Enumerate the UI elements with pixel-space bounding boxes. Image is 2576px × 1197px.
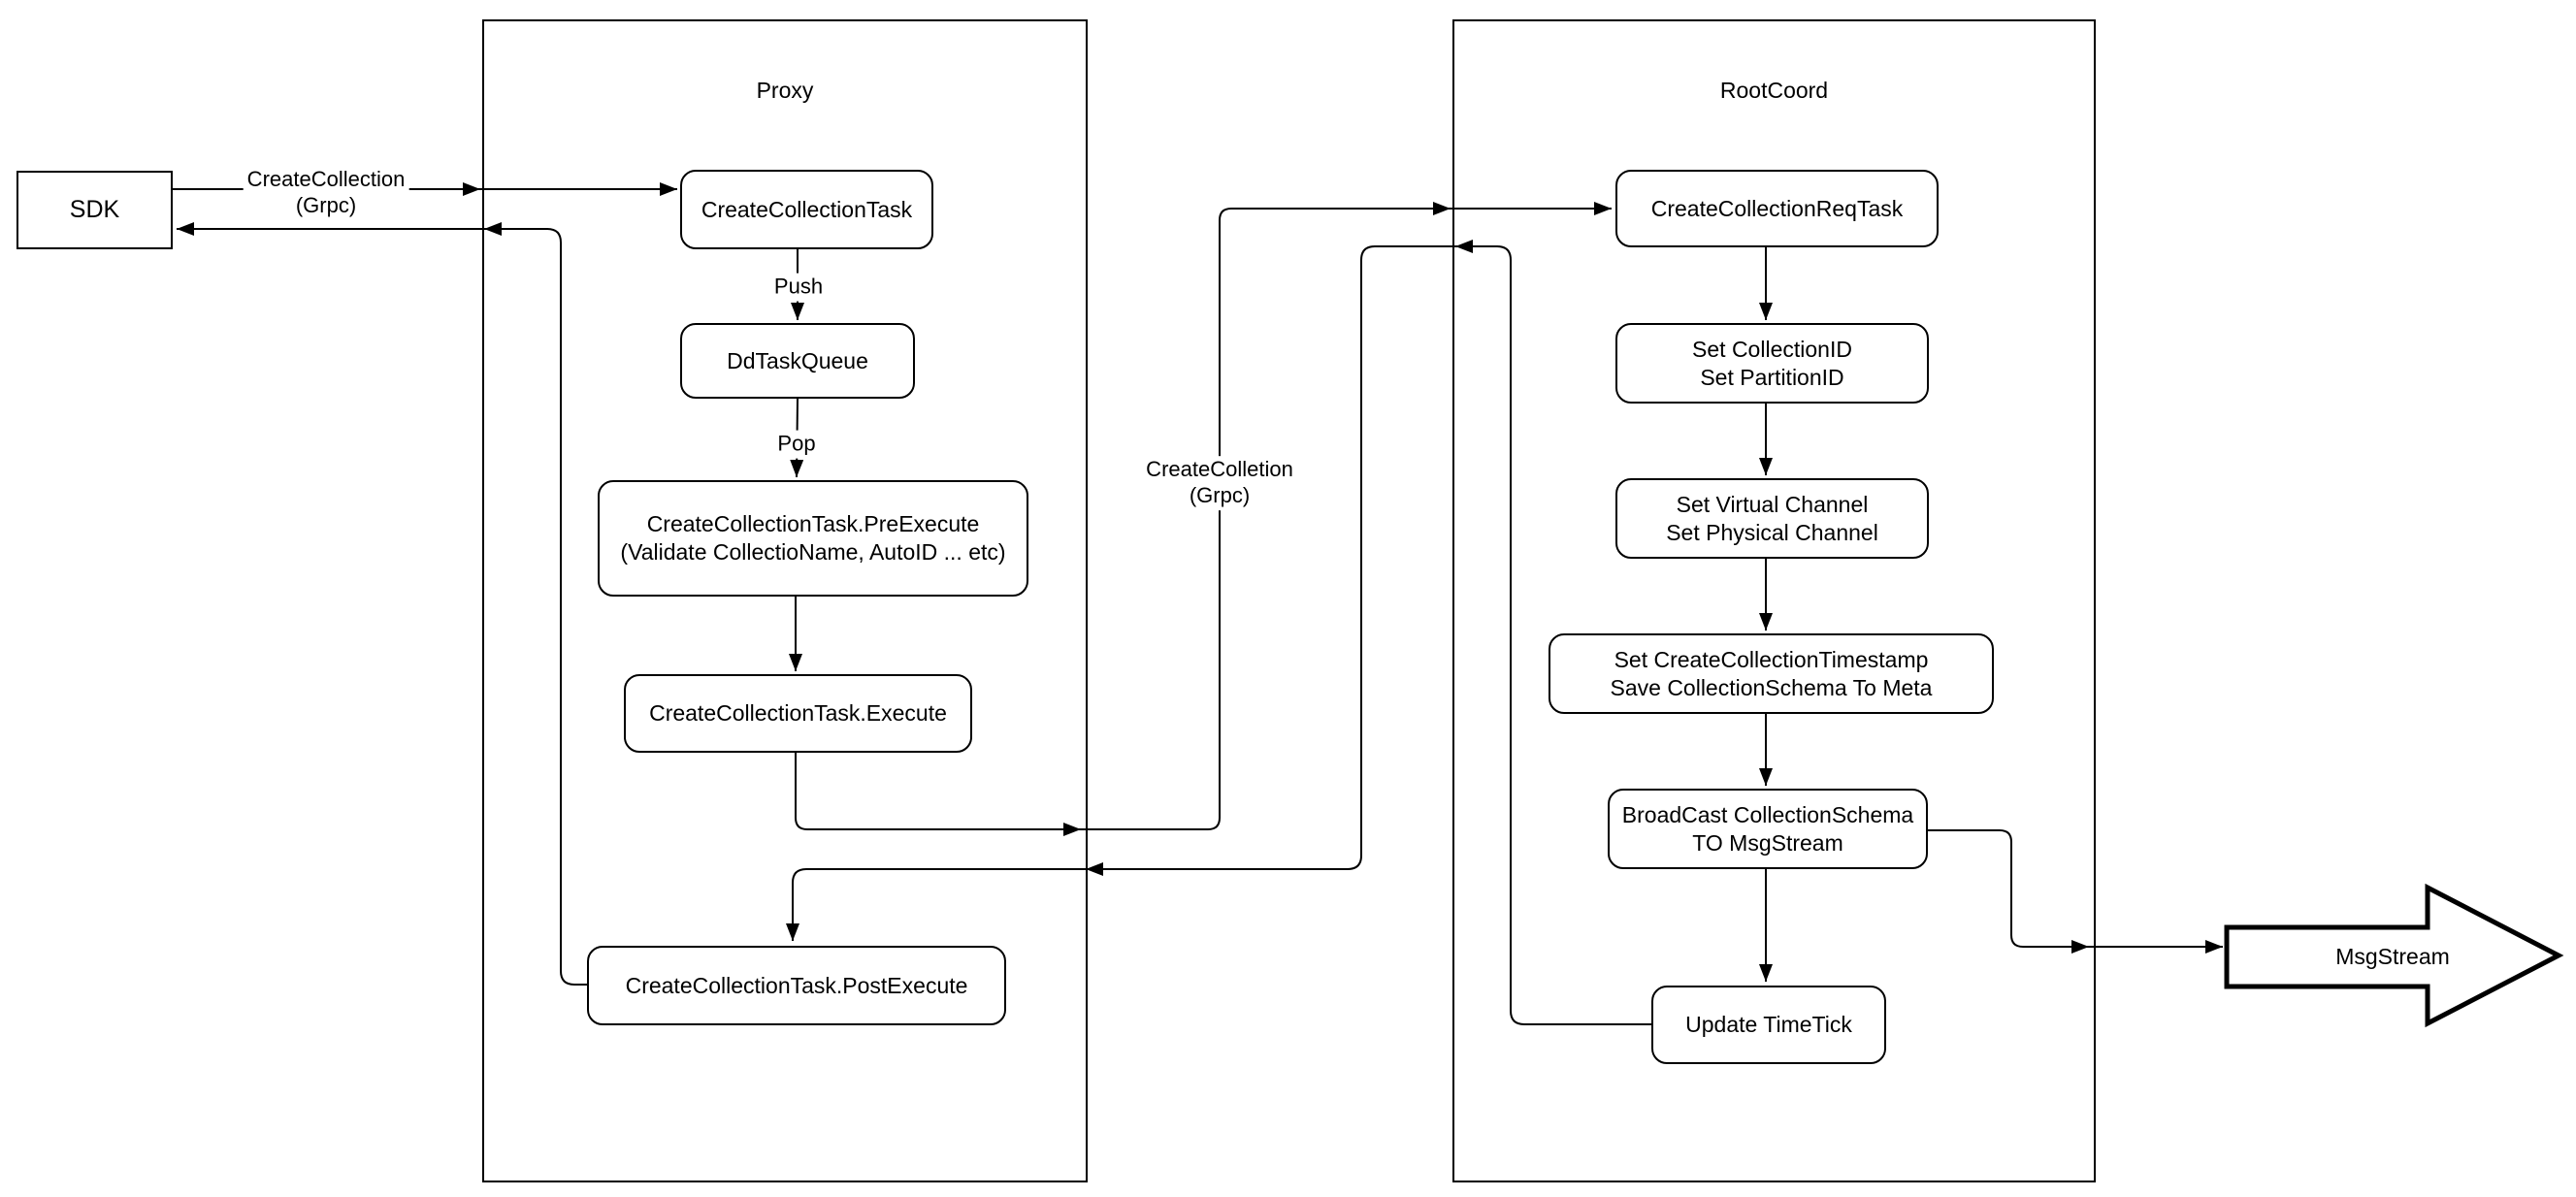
edge-label-create-collection-grpc: CreateCollection (Grpc) [243, 166, 409, 220]
edge-postexecute-to-sdk [177, 222, 587, 986]
node-set-timestamp-save-schema: Set CreateCollectionTimestamp Save Colle… [1549, 633, 1994, 714]
node-post-execute: CreateCollectionTask.PostExecute [587, 946, 1006, 1025]
node-execute: CreateCollectionTask.Execute [624, 674, 972, 753]
node-dd-task-queue: DdTaskQueue [680, 323, 915, 399]
node-set-channels: Set Virtual Channel Set Physical Channel [1615, 478, 1929, 559]
node-update-timetick: Update TimeTick [1651, 986, 1886, 1064]
container-rootcoord: RootCoord [1452, 19, 2096, 1182]
container-proxy-title: Proxy [756, 78, 814, 103]
node-set-collection-partition-id: Set CollectionID Set PartitionID [1615, 323, 1929, 404]
edge-label-create-colletion-grpc: CreateColletion (Grpc) [1142, 456, 1297, 510]
msgstream-label: MsgStream [2335, 944, 2450, 969]
node-create-collection-task: CreateCollectionTask [680, 170, 933, 249]
msgstream-arrow-shape [2224, 883, 2564, 1028]
edge-execute-to-reqtask [795, 202, 1612, 830]
container-proxy: Proxy [482, 19, 1088, 1182]
node-pre-execute: CreateCollectionTask.PreExecute (Validat… [598, 480, 1028, 597]
node-sdk: SDK [16, 171, 173, 249]
edge-updatetimetick-to-postexecute [786, 245, 1651, 1025]
container-rootcoord-title: RootCoord [1719, 78, 1829, 103]
border-arrowheads [463, 182, 2089, 954]
node-broadcast-schema: BroadCast CollectionSchema TO MsgStream [1608, 789, 1928, 869]
edge-broadcast-to-msgstream [1928, 829, 2223, 954]
edge-label-push: Push [769, 273, 828, 302]
edge-label-pop: Pop [773, 430, 820, 459]
node-create-collection-req-task: CreateCollectionReqTask [1615, 170, 1939, 247]
